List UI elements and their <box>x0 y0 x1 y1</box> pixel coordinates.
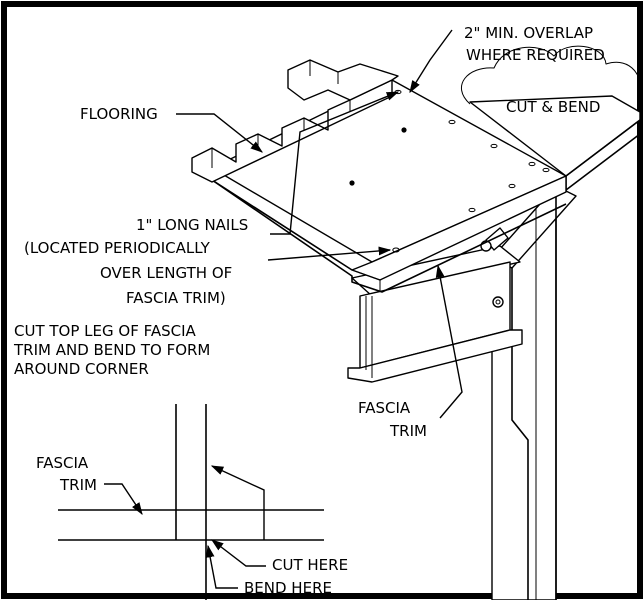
i-beam-girder <box>347 227 523 383</box>
nail-hole <box>448 119 456 125</box>
label-flooring: FLOORING <box>80 105 158 123</box>
nail-hole <box>528 161 536 167</box>
label-overlap-line1: 2" MIN. OVERLAP <box>464 24 593 42</box>
nail-hole <box>468 207 476 213</box>
leader-flooring <box>176 113 263 153</box>
corner-detail-plan <box>58 404 324 600</box>
nail-hole <box>490 143 498 149</box>
fascia-and-deck <box>191 59 641 293</box>
label-cut-top-line2: TRIM AND BEND TO FORM <box>13 341 210 359</box>
label-fascia-main-line1: FASCIA <box>358 399 411 417</box>
label-cut-here: CUT HERE <box>272 556 348 574</box>
cut-bend-cloud <box>461 45 642 105</box>
label-cut-top-line1: CUT TOP LEG OF FASCIA <box>14 322 197 340</box>
leader-overlap <box>409 29 453 94</box>
nail-hole <box>392 247 400 253</box>
label-nails-line1: 1" LONG NAILS <box>136 216 248 234</box>
label-cut-bend: CUT & BEND <box>506 98 600 116</box>
nail-hole <box>508 183 516 189</box>
bolt-lower <box>492 296 504 308</box>
label-nails-line3: OVER LENGTH OF <box>100 264 232 282</box>
label-fascia-detail-line1: FASCIA <box>36 454 89 472</box>
fastener-dot <box>349 180 355 186</box>
leader-cut-here-lower <box>210 539 266 567</box>
label-overlap-line2: WHERE REQUIRED <box>466 46 605 64</box>
label-fascia-detail-line2: TRIM <box>59 476 97 494</box>
leader-nails-upper <box>270 91 400 235</box>
label-nails-line2: (LOCATED PERIODICALLY <box>24 239 211 257</box>
steel-column <box>491 185 577 600</box>
leader-cut-here <box>210 465 265 540</box>
label-fascia-main-line2: TRIM <box>389 422 427 440</box>
fastener-dot <box>401 127 407 133</box>
leader-fascia-detail <box>104 483 143 516</box>
label-nails-line4: FASCIA TRIM) <box>126 289 226 307</box>
label-cut-top-line3: AROUND CORNER <box>14 360 149 378</box>
nail-hole <box>542 167 550 173</box>
label-bend-here: BEND HERE <box>244 579 332 597</box>
leader-bend-here <box>205 544 238 589</box>
leader-fascia-main <box>435 264 463 419</box>
leader-nails-lower <box>267 246 392 261</box>
